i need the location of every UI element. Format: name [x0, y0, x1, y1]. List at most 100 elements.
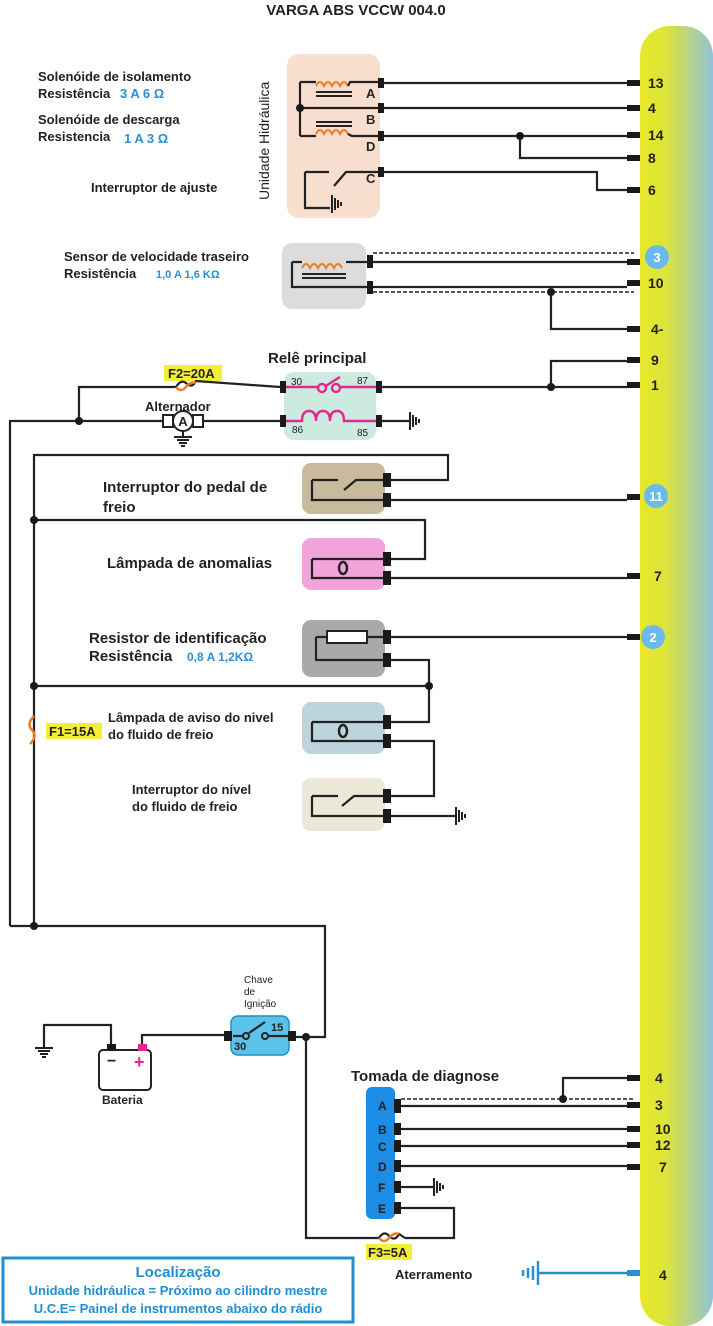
isolation-coil-icon — [315, 81, 349, 89]
ignition-label-1: Chave — [244, 975, 273, 986]
brake-pedal-switch-label-2: freio — [103, 499, 136, 516]
brake-pedal-switch-label-1: Interruptor do pedal de — [103, 479, 267, 496]
svg-text:B: B — [378, 1123, 387, 1137]
ignition-label-3: Ignição — [244, 999, 277, 1010]
f1-fuse-label: F1=15A — [49, 724, 96, 739]
f1-fuse-label-bg — [46, 723, 102, 739]
resistor-icon — [326, 630, 368, 644]
svg-text:14: 14 — [648, 127, 664, 143]
f3-fuse-icon — [378, 1232, 400, 1243]
ecu-pin-7: 7 — [627, 568, 662, 584]
brake-fluid-switch-label-1: Interruptor do nível — [132, 782, 251, 797]
battery: − + — [98, 1044, 152, 1091]
main-relay-label: Relê principal — [268, 350, 366, 367]
location-title: Localização — [135, 1264, 220, 1281]
ecu-pin-10-diag: 10 — [627, 1121, 671, 1137]
svg-text:86: 86 — [292, 425, 304, 436]
pedal-switch-icon — [310, 478, 386, 502]
location-line-2: U.C.E= Painel de instrumentos abaixo do … — [34, 1301, 323, 1316]
ground-label: Aterramento — [395, 1267, 472, 1282]
svg-text:A: A — [366, 86, 376, 101]
lamp-icon — [337, 560, 349, 576]
brake-fluid-switch-label-2: do fluido de freio — [132, 799, 237, 814]
svg-text:10: 10 — [655, 1121, 671, 1137]
ecu-pin-4-minus: 4- — [627, 321, 664, 337]
adjust-switch-label: Interruptor de ajuste — [91, 180, 217, 195]
id-resistor — [302, 620, 391, 677]
svg-text:4-: 4- — [651, 321, 664, 337]
svg-text:85: 85 — [357, 428, 369, 439]
svg-text:7: 7 — [659, 1159, 667, 1175]
brake-pedal-switch — [302, 463, 391, 514]
svg-text:3: 3 — [655, 1097, 663, 1113]
ecu-pin-10: 10 — [627, 275, 664, 291]
ecu-pin-2: 2 — [627, 625, 665, 649]
svg-text:12: 12 — [655, 1137, 671, 1153]
ecu-pin-1: 1 — [627, 377, 659, 393]
ignition-label-2: de — [244, 987, 256, 998]
alternator-ground-icon — [173, 436, 193, 447]
discharge-solenoid-label: Solenóide de descarga — [38, 112, 180, 127]
rear-speed-sensor-resistance-label: Resistência — [64, 266, 137, 281]
sensor-coil-icon — [301, 263, 343, 271]
alternator-label: Alternador — [145, 399, 211, 414]
ecu-pin-9: 9 — [627, 352, 659, 368]
svg-text:A: A — [178, 414, 188, 429]
ecu-pin-11: 11 — [627, 484, 668, 508]
ecu-pin-3-diag: 3 — [627, 1097, 663, 1113]
discharge-resistance-label: Resistencia — [38, 129, 111, 144]
ecu-pin-3: 3 — [627, 245, 669, 269]
hydraulic-unit: Unidade Hidráulica A B D C — [256, 54, 384, 218]
svg-text:A: A — [378, 1099, 387, 1113]
svg-text:C: C — [378, 1140, 387, 1154]
fluid-switch-icon — [310, 794, 386, 818]
svg-text:30: 30 — [291, 377, 303, 388]
isolation-solenoid-label: Solenóide de isolamento — [38, 69, 191, 84]
ecu-pin-4-ground: 4 — [627, 1267, 667, 1283]
f2-fuse-icon — [175, 381, 197, 392]
ecu-pin-13: 13 — [627, 75, 664, 91]
svg-text:87: 87 — [357, 376, 369, 387]
relay-ground-icon — [409, 411, 420, 431]
svg-text:1: 1 — [651, 377, 659, 393]
svg-text:8: 8 — [648, 150, 656, 166]
svg-text:D: D — [366, 139, 375, 154]
fault-lamp — [302, 538, 391, 590]
ecu-pin-14: 14 — [627, 127, 664, 143]
svg-text:10: 10 — [648, 275, 664, 291]
fault-lamp-label: Lâmpada de anomalias — [107, 555, 272, 572]
isolation-resistance-value: 3 A 6 Ω — [120, 86, 164, 101]
diagram-title: VARGA ABS VCCW 004.0 — [266, 2, 445, 19]
ignition-switch: 30 15 — [224, 1015, 296, 1056]
adjust-switch-icon — [303, 170, 378, 210]
svg-text:E: E — [378, 1202, 386, 1216]
svg-text:B: B — [366, 112, 375, 127]
location-box: Localização Unidade hidráulica = Próximo… — [1, 1256, 355, 1324]
id-resistor-label: Resistor de identificação — [89, 630, 267, 647]
svg-text:2: 2 — [649, 630, 656, 645]
f1-fuse-icon — [28, 715, 36, 745]
brake-fluid-lamp-label-2: do fluido de freio — [108, 727, 213, 742]
svg-text:4: 4 — [648, 100, 656, 116]
f3-fuse-label: F3=5A — [368, 1245, 408, 1260]
id-resistor-resistance-label: Resistência — [89, 648, 173, 665]
battery-label: Bateria — [102, 1093, 143, 1107]
svg-text:F: F — [378, 1181, 385, 1195]
brake-fluid-lamp-label-1: Lâmpada de aviso do nivel — [108, 710, 273, 725]
brake-fluid-lamp — [302, 702, 391, 754]
svg-text:C: C — [366, 171, 376, 186]
diag-ground-icon — [433, 1177, 444, 1197]
diagnostic-socket: A B C D F E — [366, 1087, 401, 1219]
rear-speed-sensor-resistance-value: 1,0 A 1,6 KΩ — [156, 269, 220, 281]
ecu-pin-12-diag: 12 — [627, 1137, 671, 1153]
fluid-switch-ground-icon — [455, 806, 466, 826]
diagnostic-socket-label: Tomada de diagnose — [351, 1068, 499, 1085]
svg-text:+: + — [134, 1052, 145, 1072]
ground-icon — [521, 1261, 540, 1285]
svg-text:9: 9 — [651, 352, 659, 368]
ecu-module — [640, 26, 713, 1326]
ecu-pin-8: 8 — [627, 150, 656, 166]
svg-text:15: 15 — [271, 1022, 283, 1034]
svg-text:−: − — [107, 1053, 116, 1070]
